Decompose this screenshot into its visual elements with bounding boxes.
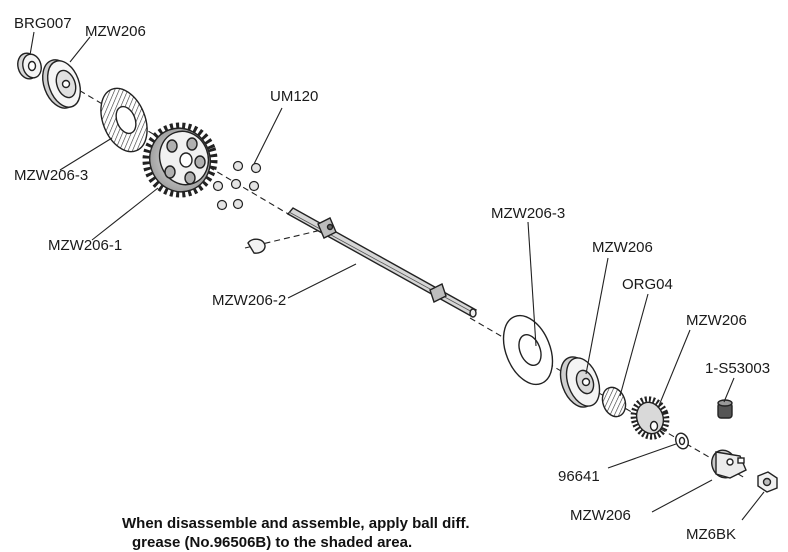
diff-shaft bbox=[286, 207, 478, 318]
label-mzw206-2: MZW206-2 bbox=[212, 292, 286, 309]
small-washer-96641 bbox=[675, 432, 689, 450]
diff-pinion-gear bbox=[630, 396, 670, 440]
label-mzw206-gear: MZW206 bbox=[686, 312, 747, 329]
assembly-note-line1: When disassemble and assemble, apply bal… bbox=[122, 515, 470, 532]
label-brg007: BRG007 bbox=[14, 15, 72, 32]
label-96641: 96641 bbox=[558, 468, 600, 485]
set-screw-s53003 bbox=[717, 399, 733, 419]
label-mzw206-3-lower: MZW206-3 bbox=[491, 205, 565, 222]
diff-balls bbox=[212, 160, 262, 211]
diff-plate-upper bbox=[42, 59, 82, 109]
diff-washer-lower bbox=[502, 314, 554, 386]
diff-hub bbox=[711, 449, 747, 479]
label-org04: ORG04 bbox=[622, 276, 673, 293]
diff-plate-lower bbox=[559, 356, 601, 408]
nut-mz6bk bbox=[757, 471, 778, 493]
o-ring-org04 bbox=[601, 386, 627, 418]
diff-washer-upper bbox=[100, 87, 148, 153]
label-mzw206-upper: MZW206 bbox=[85, 23, 146, 40]
bearing-brg007 bbox=[17, 52, 42, 80]
label-1-s53003: 1-S53003 bbox=[705, 360, 770, 377]
label-mzw206-hub: MZW206 bbox=[570, 507, 631, 524]
label-mzw206-mid: MZW206 bbox=[592, 239, 653, 256]
label-um120: UM120 bbox=[270, 88, 318, 105]
assembly-note: When disassemble and assemble, apply bal… bbox=[122, 514, 642, 552]
label-mzw206-3-upper: MZW206-3 bbox=[14, 167, 88, 184]
label-mz6bk: MZ6BK bbox=[686, 526, 736, 543]
spur-gear bbox=[142, 122, 218, 198]
leader-lines bbox=[29, 31, 765, 521]
label-mzw206-1: MZW206-1 bbox=[48, 237, 122, 254]
e-clip bbox=[247, 238, 266, 254]
